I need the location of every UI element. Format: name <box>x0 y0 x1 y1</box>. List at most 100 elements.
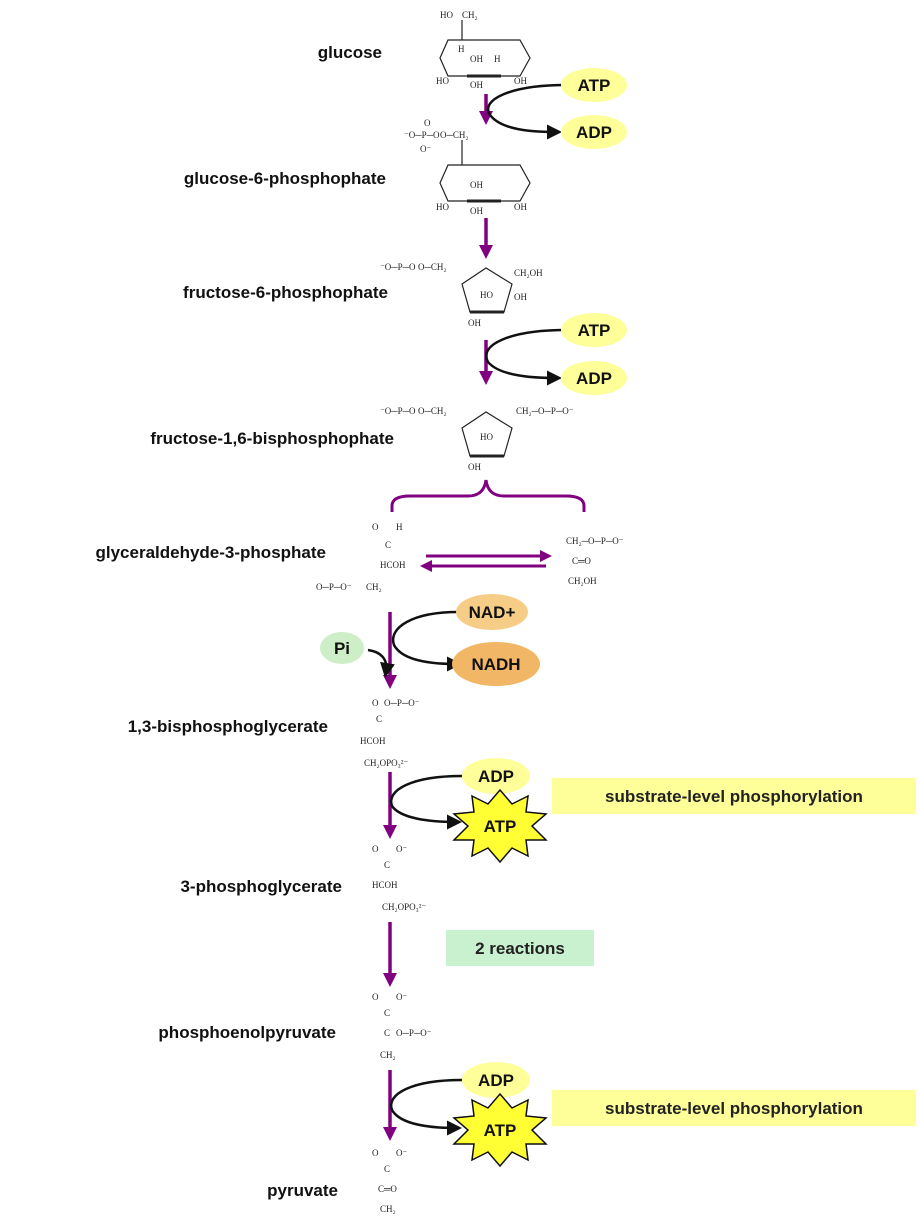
f6p-phosphate: ⁻O─P─O <box>380 262 416 272</box>
nad-pill: NAD+ <box>456 594 528 630</box>
glyceraldehyde-3-phosphate-structure: O H C HCOH O─P─O⁻ CH₂ <box>316 522 406 592</box>
pg3-hcoh: HCOH <box>372 880 398 890</box>
g3p-ch2: CH₂ <box>366 582 382 592</box>
substrate-level-label: substrate-level phosphorylation <box>605 1099 863 1118</box>
substrate-level-note-2: substrate-level phosphorylation <box>552 1090 916 1126</box>
g3p-o: O <box>372 522 379 532</box>
g6p-oh2: OH <box>470 206 483 216</box>
glucose-oh: OH <box>470 54 483 64</box>
g3p-opo: O─P─O⁻ <box>316 582 352 592</box>
atp-pill-2: ATP <box>561 313 627 347</box>
nadh-pill: NADH <box>452 642 540 686</box>
label-glyceraldehyde-3-phosphate: glyceraldehyde-3-phosphate <box>95 543 326 562</box>
pyr-ceq: C═O <box>378 1184 397 1194</box>
substrate-level-note-1: substrate-level phosphorylation <box>552 778 916 814</box>
pyr-c: C <box>384 1164 390 1174</box>
atp-burst-label: ATP <box>484 817 517 836</box>
g3p-hcoh: HCOH <box>380 560 406 570</box>
nad-label: NAD+ <box>469 603 516 622</box>
g6p-phosphate: ⁻O─P─O <box>404 130 440 140</box>
glucose-h: H <box>458 44 465 54</box>
curved-arrow-icon <box>487 83 567 140</box>
star-burst-icon <box>452 1092 548 1168</box>
curved-arrow-icon <box>389 1078 463 1136</box>
g3p-c: C <box>385 540 391 550</box>
dhap-ch2op: CH₂─O─P─O⁻ <box>566 536 624 546</box>
curved-arrow-icon <box>485 328 567 386</box>
pg3-ominus: O⁻ <box>396 844 407 854</box>
two-reactions-label: 2 reactions <box>475 939 565 958</box>
f6p-oh: OH <box>468 318 481 328</box>
f6p-ho: HO <box>480 290 493 300</box>
f16bp-och2: O─CH₂ <box>418 406 447 416</box>
g6p-ominus: O⁻ <box>420 144 431 154</box>
bpg-opo: O─P─O⁻ <box>384 698 420 708</box>
f16bp-ch2op: CH₂─O─P─O⁻ <box>516 406 574 416</box>
label-1-3-bisphosphoglycerate: 1,3-bisphosphoglycerate <box>128 717 328 736</box>
glucose-ch2: CH₂ <box>462 10 478 20</box>
adp-pill-1: ADP <box>561 115 627 149</box>
glucose-oh3: OH <box>514 76 527 86</box>
label-fructose-1-6-bisphosphate: fructose-1,6-bisphosphophate <box>150 429 394 448</box>
bpg-c: C <box>376 714 382 724</box>
g6p-ho: HO <box>436 202 449 212</box>
pep-opo: O─P─O⁻ <box>396 1028 432 1038</box>
phosphoenolpyruvate-structure: O O⁻ C C O─P─O⁻ CH₂ <box>372 992 432 1060</box>
g6p-oh: OH <box>470 180 483 190</box>
adp-pill-4: ADP <box>462 1062 530 1098</box>
1-3-bisphosphoglycerate-structure: O O─P─O⁻ C HCOH CH₂OPO₃²⁻ <box>360 698 420 768</box>
curved-arrow-icon <box>389 774 463 830</box>
dhap-ch2oh: CH₂OH <box>568 576 597 586</box>
glucose-ho: HO <box>440 10 453 20</box>
pi-label: Pi <box>334 639 350 658</box>
curved-arrow-icon <box>391 610 462 672</box>
adp-label: ADP <box>576 369 612 388</box>
pyr-o: O <box>372 1148 379 1158</box>
f16bp-ho: HO <box>480 432 493 442</box>
glucose-6-phosphate-structure <box>439 140 531 203</box>
pep-ominus: O⁻ <box>396 992 407 1002</box>
fructose-1-6-bisphosphate-structure <box>461 411 513 458</box>
g3p-h: H <box>396 522 403 532</box>
atp-label: ATP <box>578 321 611 340</box>
fructose-6-phosphate-structure <box>461 267 513 314</box>
substrate-level-label: substrate-level phosphorylation <box>605 787 863 806</box>
glucose-oh2: OH <box>470 80 483 90</box>
pi-pill: Pi <box>320 632 364 664</box>
glucose-h2: H <box>494 54 501 64</box>
bpg-hcoh: HCOH <box>360 736 386 746</box>
bpg-ch2opo3: CH₂OPO₃²⁻ <box>364 758 408 768</box>
g6p-o: O <box>424 118 431 128</box>
pep-ch2: CH₂ <box>380 1050 396 1060</box>
adp-pill-3: ADP <box>462 758 530 794</box>
atp-pill-1: ATP <box>561 68 627 102</box>
adp-label: ADP <box>478 767 514 786</box>
pg3-c: C <box>384 860 390 870</box>
pep-o: O <box>372 992 379 1002</box>
pyr-ch2: CH₂ <box>380 1204 396 1214</box>
atp-burst-2: ATP <box>452 1092 548 1168</box>
3-phosphoglycerate-structure: O O⁻ C HCOH CH₂OPO₃²⁻ <box>372 844 426 912</box>
two-reactions-note: 2 reactions <box>446 930 594 966</box>
f16bp-phosphate: ⁻O─P─O <box>380 406 416 416</box>
pg3-o: O <box>372 844 379 854</box>
label-glucose-6-phosphate: glucose-6-phosphophate <box>184 169 386 188</box>
curved-arrow-icon <box>367 648 395 678</box>
pyr-ominus: O⁻ <box>396 1148 407 1158</box>
glucose-structure <box>439 20 531 78</box>
label-pyruvate: pyruvate <box>267 1181 338 1200</box>
aldolase-split-bracket <box>390 479 586 512</box>
bpg-o: O <box>372 698 379 708</box>
atp-burst-1: ATP <box>452 788 548 864</box>
f16bp-oh: OH <box>468 462 481 472</box>
atp-burst-label: ATP <box>484 1121 517 1140</box>
f6p-oh2: OH <box>514 292 527 302</box>
g6p-och2: O─CH₂ <box>440 130 469 140</box>
nadh-label: NADH <box>471 655 520 674</box>
label-fructose-6-phosphate: fructose-6-phosphophate <box>183 283 388 302</box>
glucose-ho2: HO <box>436 76 449 86</box>
pep-c2: C <box>384 1028 390 1038</box>
equilibrium-arrows <box>420 550 552 572</box>
adp-label: ADP <box>576 123 612 142</box>
